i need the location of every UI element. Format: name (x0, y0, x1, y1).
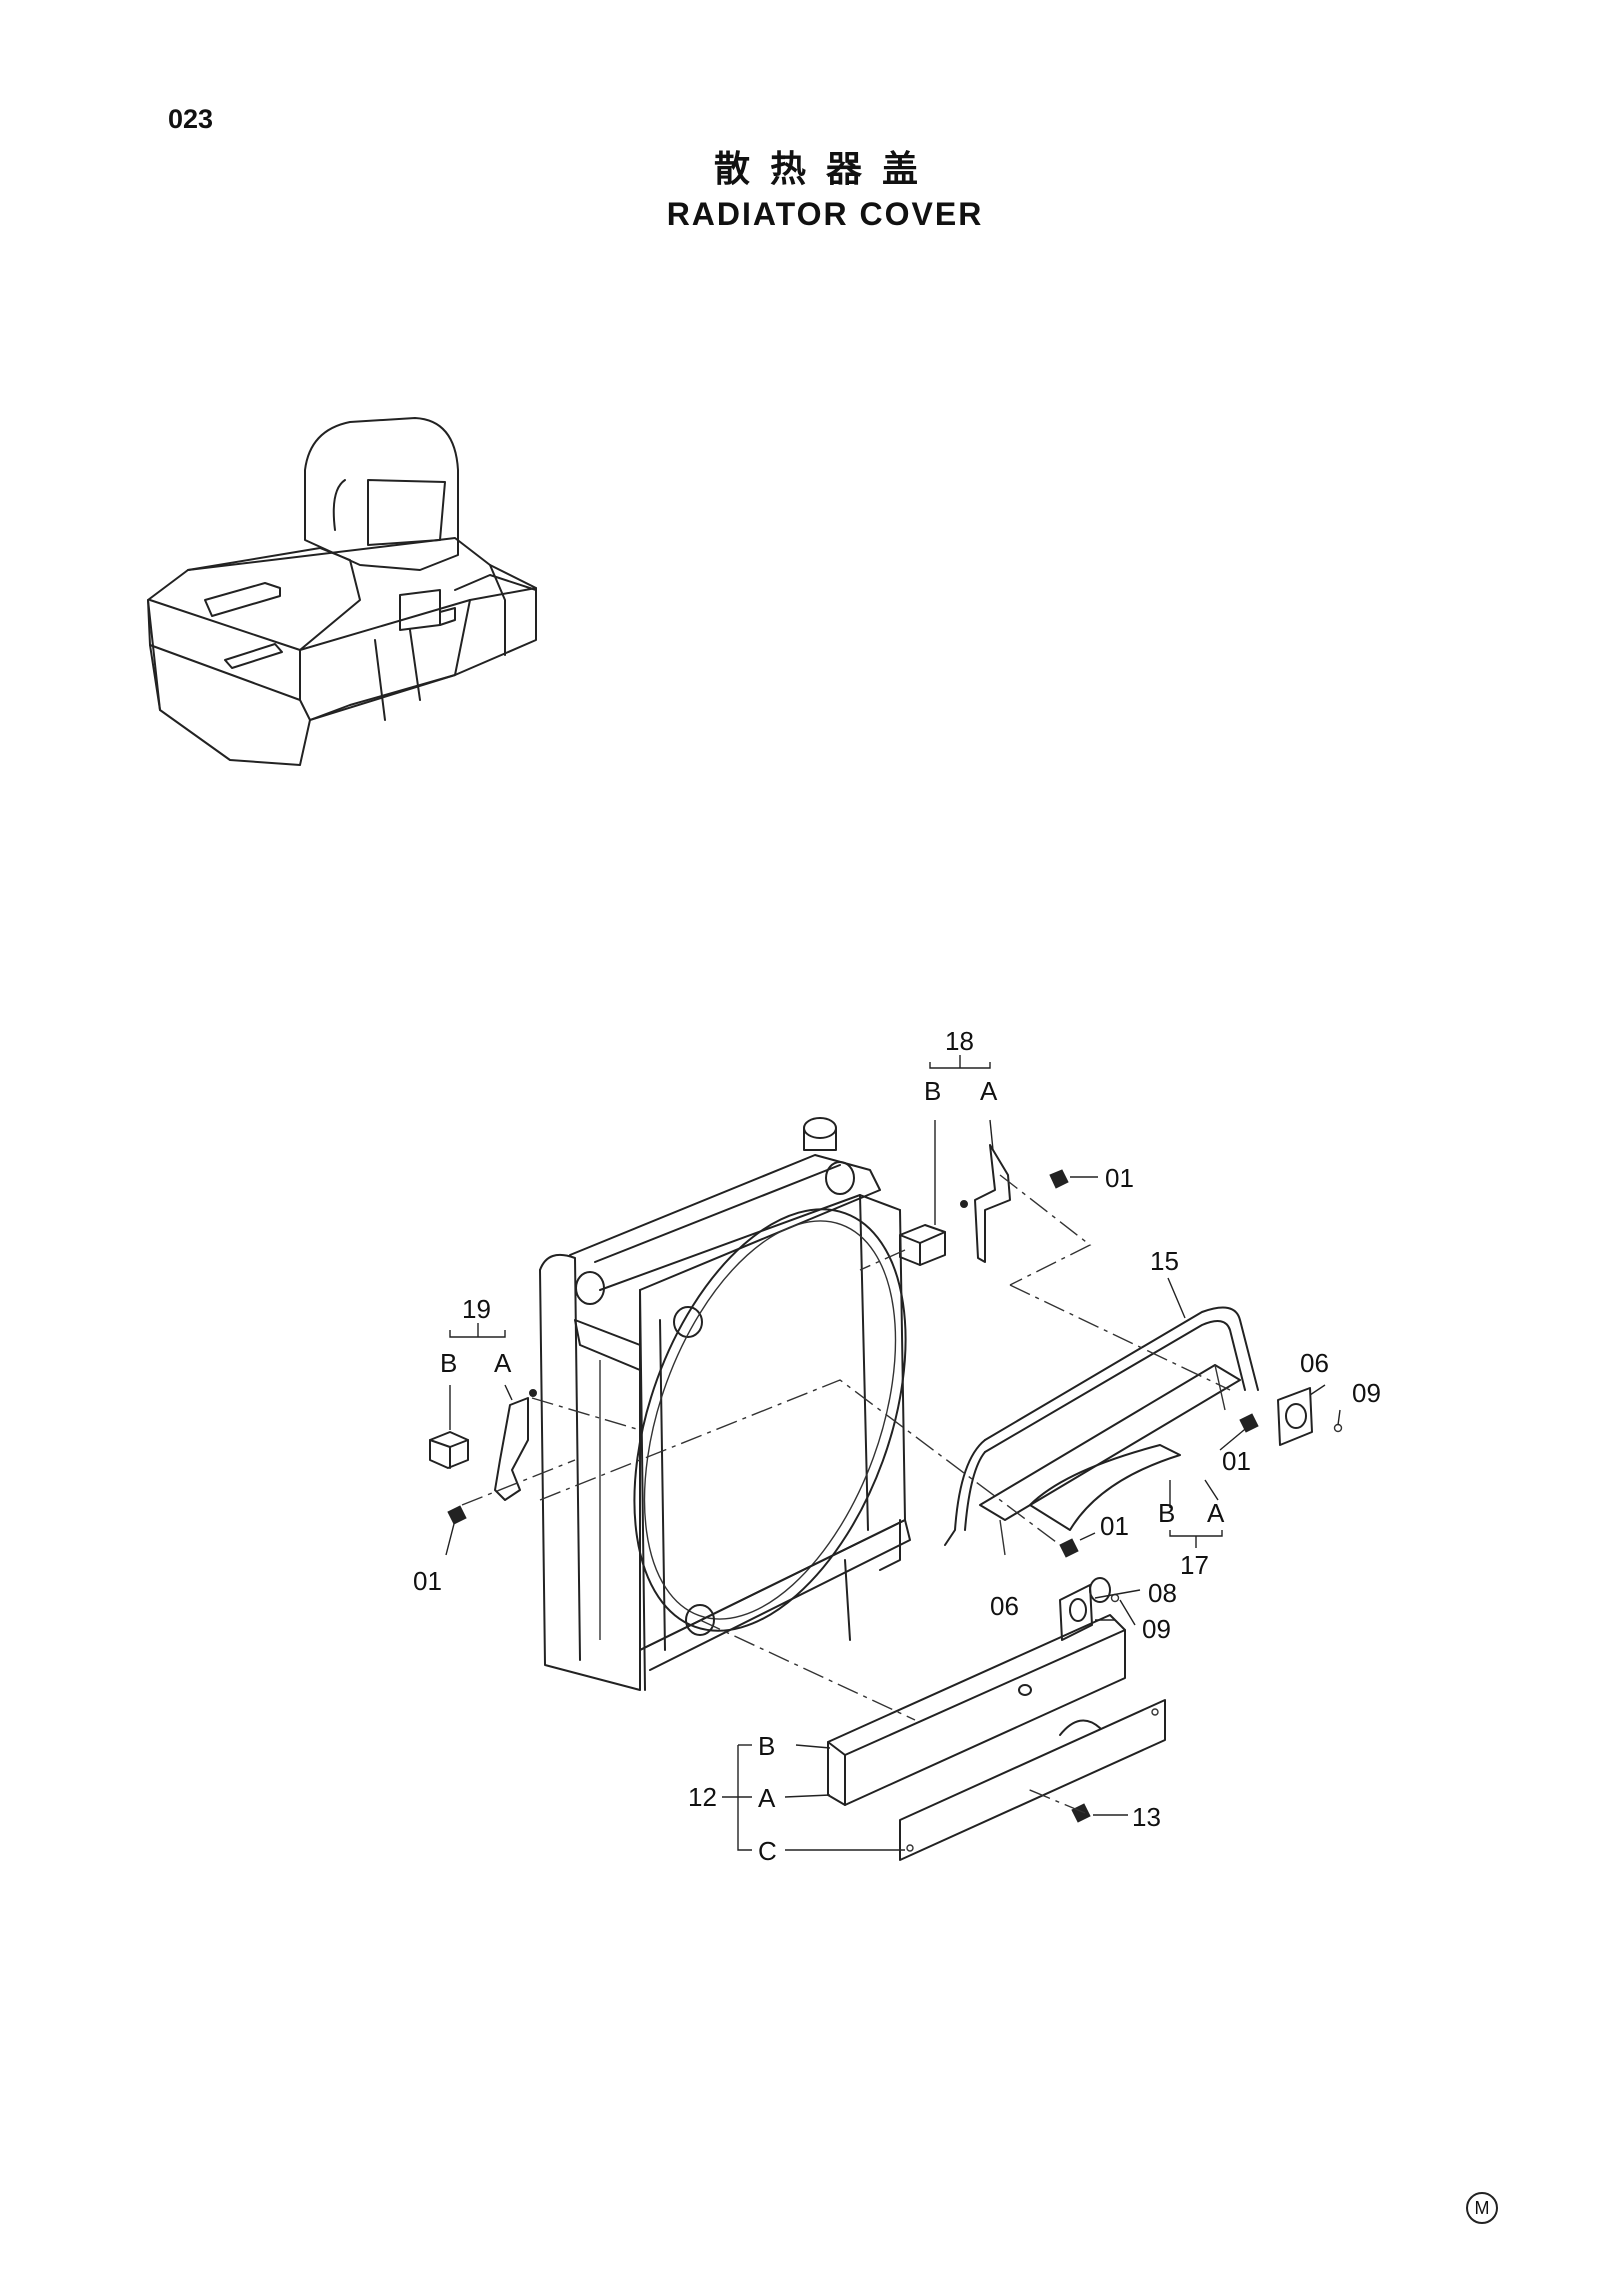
assembly-lines (461, 1174, 1231, 1814)
bracket-18 (899, 1144, 1011, 1266)
part-labels: 18 B A 01 15 06 09 01 B A 17 01 08 06 09… (413, 1026, 1381, 1866)
label-08-mid: 08 (1148, 1578, 1177, 1608)
cover-12 (827, 1614, 1166, 1861)
label-06-right: 06 (1300, 1348, 1329, 1378)
plates-06 (1059, 1387, 1313, 1641)
label-01-mid: 01 (1100, 1511, 1129, 1541)
label-01-left: 01 (413, 1566, 442, 1596)
label-18-b: B (924, 1076, 941, 1106)
page-number: 023 (168, 104, 214, 134)
leader-lines (445, 1119, 1341, 1851)
label-01-right: 01 (1222, 1446, 1251, 1476)
label-12-b: B (758, 1731, 775, 1761)
label-group-19: 19 (462, 1294, 491, 1324)
label-09-mid: 09 (1142, 1614, 1171, 1644)
excavator-overview-icon (147, 417, 537, 766)
label-06-mid: 06 (990, 1591, 1019, 1621)
label-12-c: C (758, 1836, 777, 1866)
label-17-a: A (1207, 1498, 1225, 1528)
label-group-17: 17 (1180, 1550, 1209, 1580)
title-english: RADIATOR COVER (666, 196, 984, 232)
radiator-assembly (539, 1117, 911, 1691)
label-group-12: 12 (688, 1782, 717, 1812)
label-15: 15 (1150, 1246, 1179, 1276)
title-chinese: 散热器盖 (713, 149, 938, 190)
label-19-a: A (494, 1348, 512, 1378)
label-group-18: 18 (945, 1026, 974, 1056)
cover-15-17 (944, 1306, 1259, 1556)
label-09-right: 09 (1352, 1378, 1381, 1408)
group-brackets (449, 1055, 1223, 1851)
label-01-top: 01 (1105, 1163, 1134, 1193)
label-13: 13 (1132, 1802, 1161, 1832)
bolts (447, 1169, 1343, 1823)
manufacturer-mark: M (1466, 2192, 1498, 2224)
label-17-b: B (1158, 1498, 1175, 1528)
label-19-b: B (440, 1348, 457, 1378)
bracket-19 (429, 1389, 537, 1501)
label-12-a: A (758, 1783, 776, 1813)
label-18-a: A (980, 1076, 998, 1106)
